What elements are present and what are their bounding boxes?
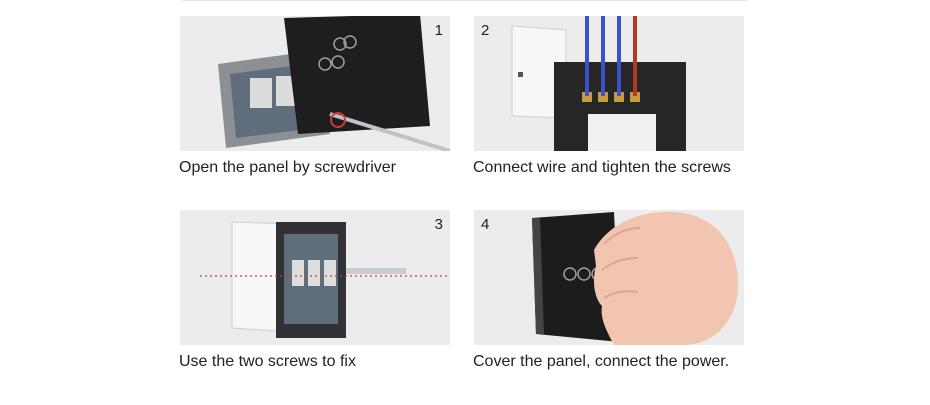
step-4-caption: Cover the panel, connect the power. bbox=[473, 353, 730, 370]
step-3-caption: Use the two screws to fix bbox=[179, 353, 356, 370]
step-1-card: 1 Open the panel by screwdriver bbox=[179, 16, 450, 176]
step-2-photo: 2 bbox=[474, 16, 744, 151]
step-2-caption: Connect wire and tighten the screws bbox=[473, 159, 731, 176]
step-4-number: 4 bbox=[481, 216, 490, 233]
step-3-photo: 3 bbox=[180, 210, 450, 345]
step-2-illustration bbox=[474, 16, 744, 151]
step-2-card: 2 Connect wire and tighten the screws bbox=[473, 16, 744, 176]
step-4-illustration bbox=[474, 210, 744, 345]
step-4-card: 4 Cover the panel, connect the power. bbox=[473, 210, 744, 370]
top-divider bbox=[182, 0, 748, 1]
step-1-caption: Open the panel by screwdriver bbox=[179, 159, 396, 176]
step-3-card: 3 Use the two screws to fix bbox=[179, 210, 450, 370]
step-4-photo: 4 bbox=[474, 210, 744, 345]
step-3-number: 3 bbox=[434, 216, 443, 233]
step-1-number: 1 bbox=[434, 22, 443, 39]
step-2-number: 2 bbox=[481, 22, 490, 39]
step-1-photo: 1 bbox=[180, 16, 450, 151]
step-3-illustration bbox=[180, 210, 450, 345]
step-1-illustration bbox=[180, 16, 450, 151]
